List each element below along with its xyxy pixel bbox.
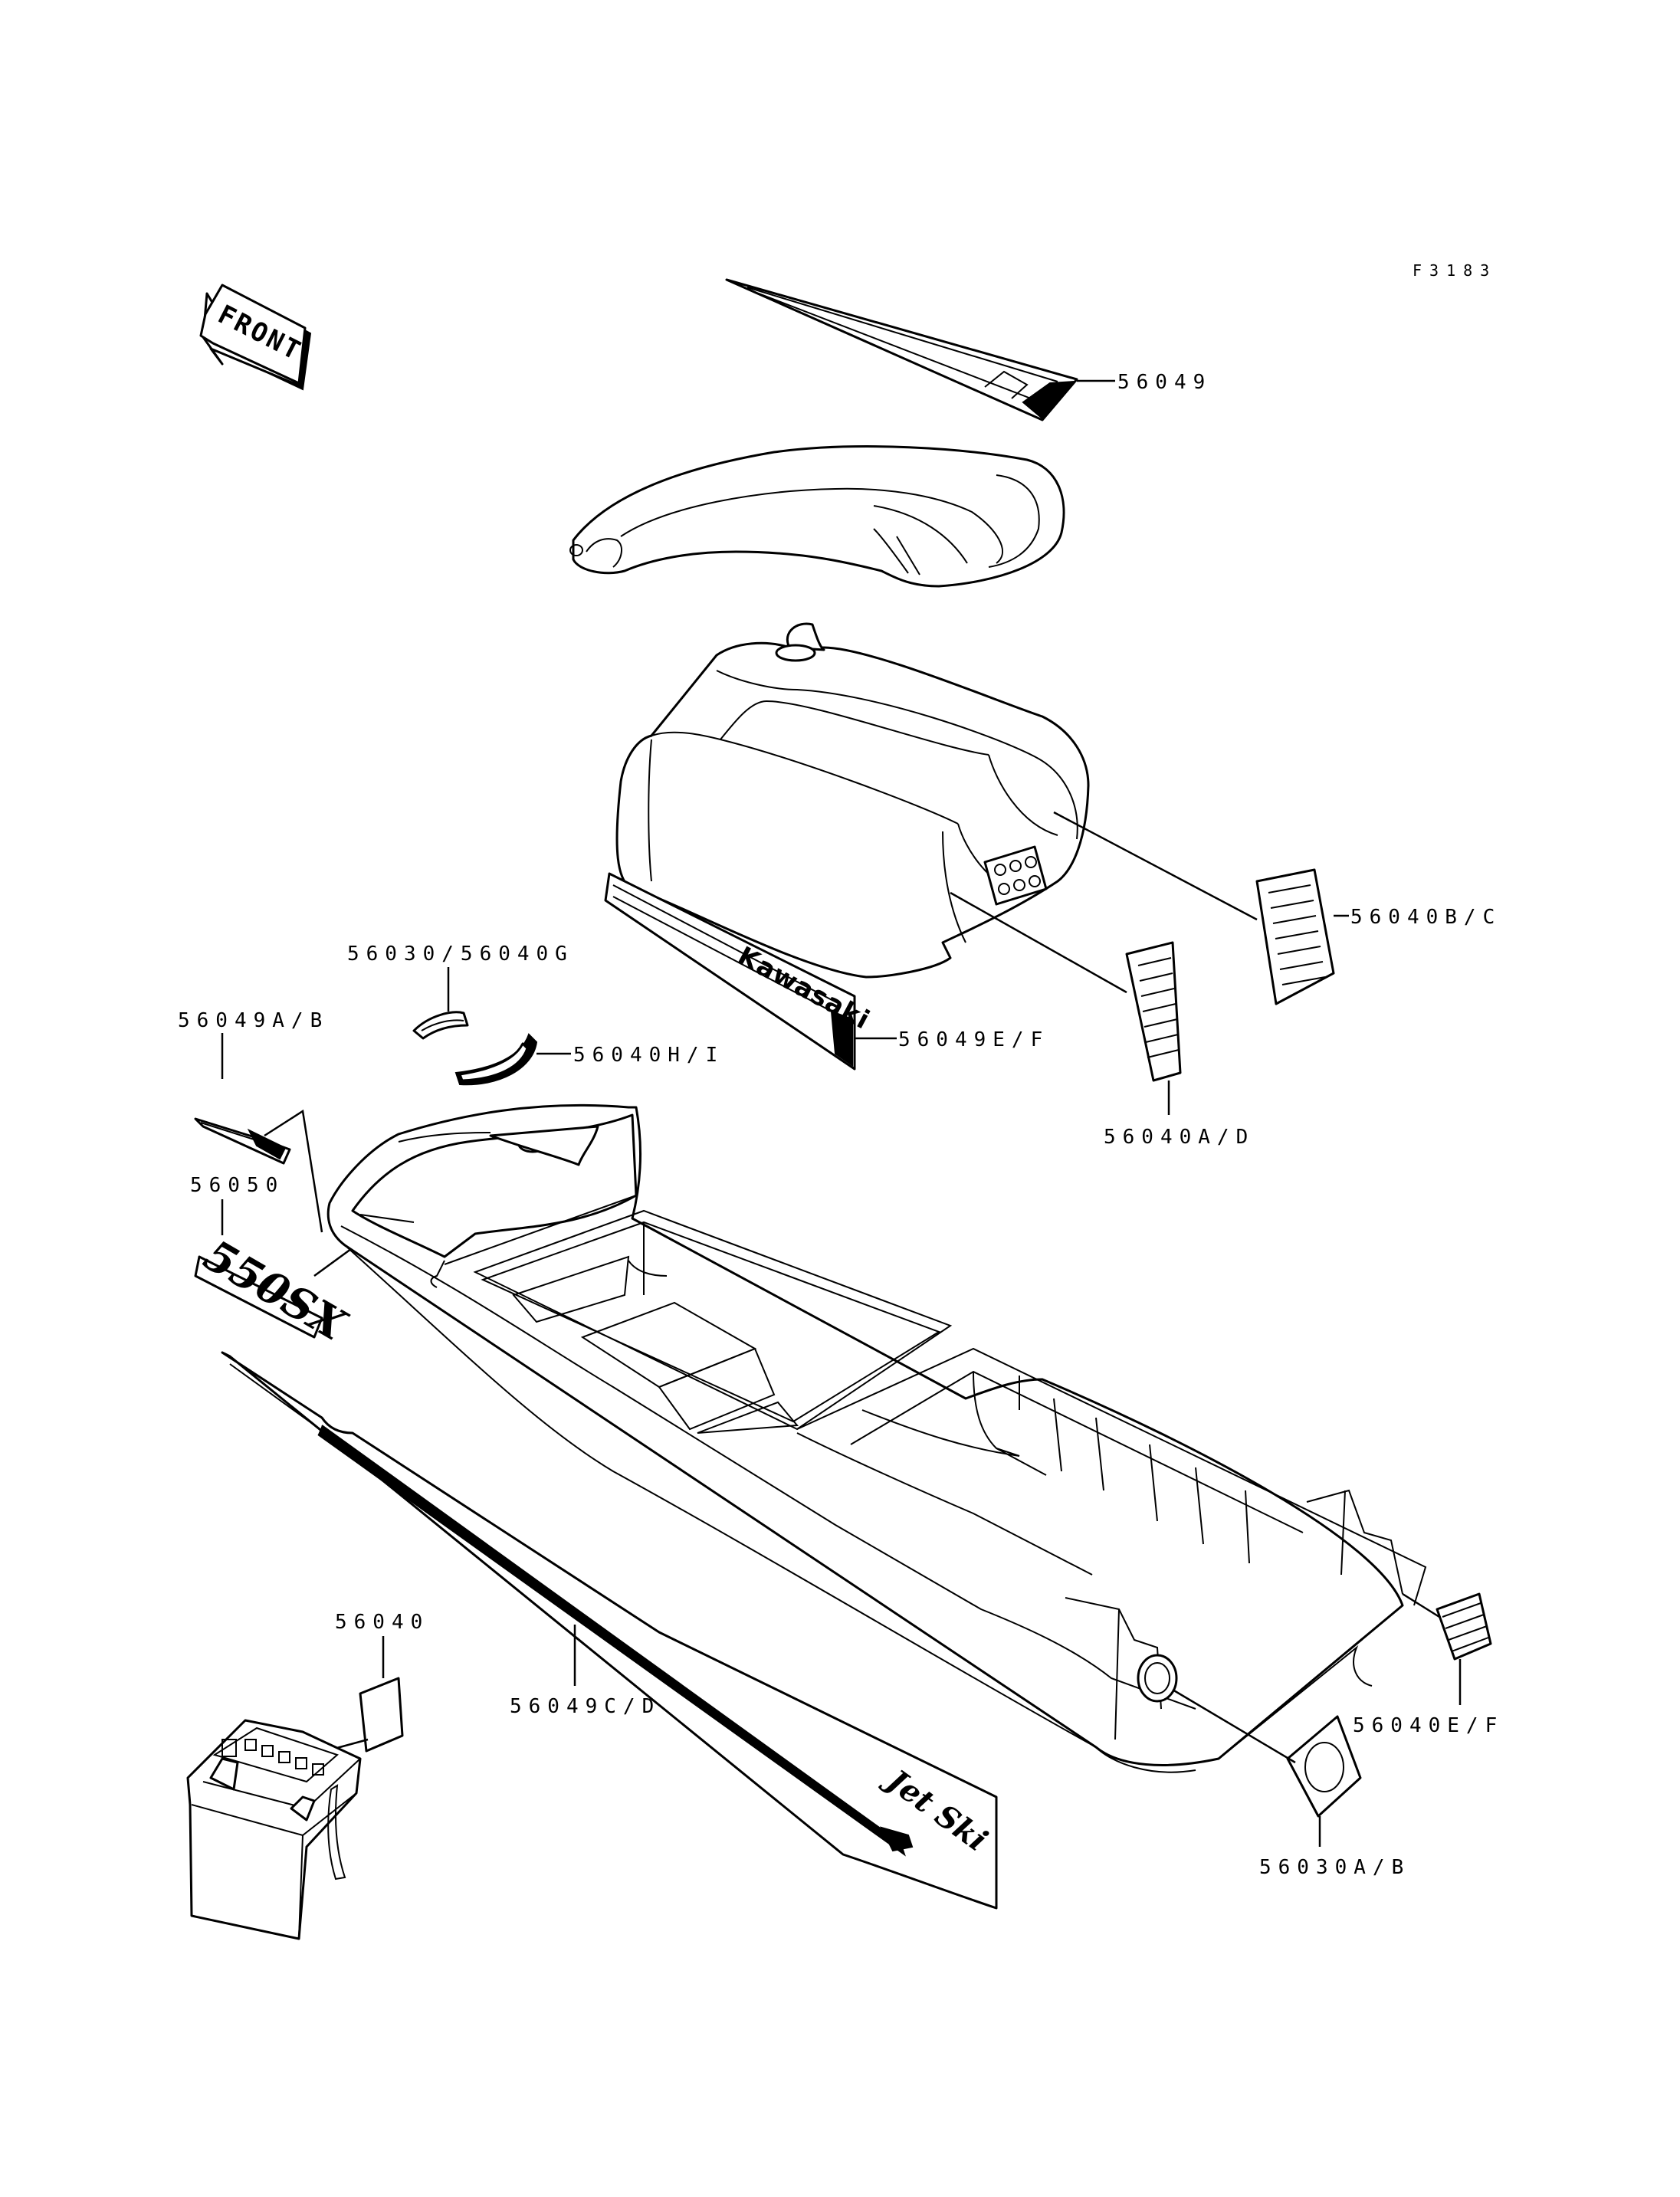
leader-56049ab-hull <box>264 1109 323 1233</box>
callout-56049ab: 56049A/B <box>178 1009 329 1032</box>
leader-56040ad-hood <box>950 891 1127 994</box>
decal-56030g <box>412 1011 469 1040</box>
battery <box>186 1719 362 1940</box>
decal-56050: 550SX <box>194 1230 356 1352</box>
leader-56030ab-hull <box>1172 1688 1296 1764</box>
battery-label <box>359 1677 404 1753</box>
callout-56040bc: 56040B/C <box>1350 906 1501 929</box>
grip-pad-56040bc <box>1255 868 1335 1005</box>
callout-56040ef: 56040E/F <box>1353 1714 1504 1737</box>
grip-pad-56040ad <box>1125 941 1182 1082</box>
front-arrow-icon: FRONT <box>199 284 312 391</box>
grip-pad-56040ef <box>1436 1592 1492 1661</box>
callout-56049cd: 56049C/D <box>510 1695 661 1718</box>
decal-56040hi <box>454 1033 538 1086</box>
decal-56030ab <box>1286 1715 1362 1818</box>
engine-hood <box>615 622 1090 979</box>
hull <box>326 1103 1427 1773</box>
callout-56030ab: 56030A/B <box>1259 1856 1410 1879</box>
model-decal-text: 550SX <box>195 1230 356 1352</box>
callout-56049ef: 56049E/F <box>898 1028 1049 1051</box>
handle-pole-cover <box>569 445 1065 588</box>
callout-56040: 56040 <box>335 1611 429 1634</box>
figure-id: F3183 <box>1413 261 1497 280</box>
leader-56040bc-hood <box>1053 811 1258 921</box>
decal-56049ab <box>194 1117 291 1165</box>
callout-56049: 56049 <box>1117 371 1212 394</box>
decal-56049cd: Jet Ski <box>221 1351 998 1910</box>
callout-56040ad: 56040A/D <box>1104 1126 1255 1149</box>
leader-56040ef-hull <box>1402 1592 1440 1618</box>
decal-56049 <box>725 278 1078 421</box>
callout-56050: 56050 <box>190 1174 284 1197</box>
callout-56030g: 56030/56040G <box>347 943 574 966</box>
callout-56040hi: 56040H/I <box>573 1044 724 1067</box>
